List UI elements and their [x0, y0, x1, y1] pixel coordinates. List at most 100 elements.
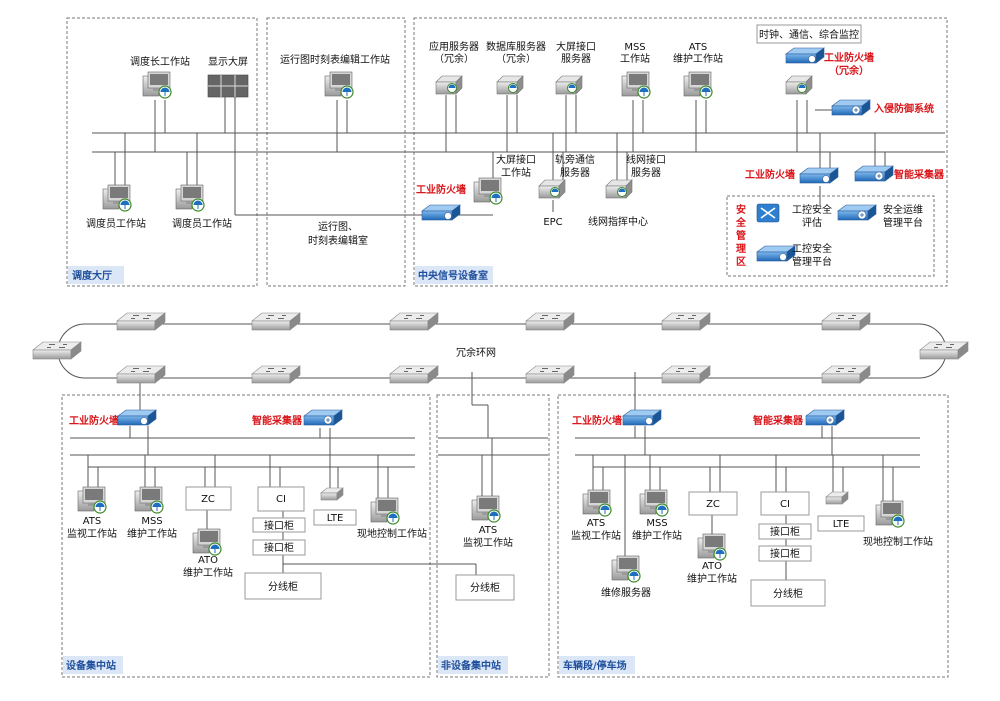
station-collector-icon [303, 409, 343, 426]
depot-collector-icon [805, 409, 845, 426]
firewall-redundant-label-1: 工业防火墙 [824, 51, 874, 64]
mss-ws-label-1: MSS [624, 42, 645, 53]
ring-switch-1 [116, 312, 166, 331]
station-dist-cab-label: 分线柜 [268, 580, 298, 593]
dispatcher-ws-2-icon [175, 184, 205, 212]
nonstation-ats-monitor-icon [471, 495, 501, 523]
secops-platform-label-2: 管理平台 [883, 216, 923, 229]
station-ats-monitor-label-2: 监视工作站 [67, 527, 117, 540]
redundant-ring: 冗余环网 [57, 323, 947, 415]
chief-ws-icon [142, 71, 172, 99]
station-lte-label: LTE [327, 513, 344, 524]
network-if-server-label-1: 线网接口 [626, 153, 666, 166]
station-ato-maint-label-2: 维护工作站 [183, 566, 233, 579]
ids-icon [831, 99, 871, 116]
ring-switch-6 [821, 312, 871, 331]
editing-room: 运行图时刻表编辑工作站 运行图、 时刻表编辑室 [280, 53, 390, 247]
area-label-equipment-station: 设备集中站 [66, 659, 116, 672]
ats-maint-ws-label-1: ATS [689, 42, 708, 53]
nonstation-ats-monitor-label-1: ATS [479, 525, 498, 536]
depot-ats-monitor-icon [582, 489, 612, 517]
firewall-left-icon [421, 204, 461, 221]
station-zc-label: ZC [201, 494, 215, 505]
depot-collector-label: 智能采集器 [753, 414, 804, 427]
station-if-cab-2-label: 接口柜 [264, 541, 294, 554]
station-mss-maint-label-2: 维护工作站 [127, 527, 177, 540]
depot: 工业防火墙 智能采集器 ATS 监视工作站 维修服务器 MSS 维护工作站 ZC… [571, 409, 933, 607]
clock-server-icon [785, 75, 813, 95]
station-if-cab-1-label: 接口柜 [264, 519, 294, 532]
editor-ws-label: 运行图时刻表编辑工作站 [280, 53, 390, 66]
ics-mgmt-platform-label-2: 管理平台 [792, 255, 832, 268]
area-label-non-equipment-station: 非设备集中站 [441, 659, 501, 672]
ring-switch-11 [389, 365, 439, 384]
depot-if-cab-1-label: 接口柜 [770, 525, 800, 538]
station-ats-monitor-icon [77, 486, 107, 514]
area-label-depot: 车辆段/停车场 [563, 659, 627, 672]
station-mss-maint-icon [134, 486, 164, 514]
depot-mss-maint-icon [639, 489, 669, 517]
dispatcher-ws-2-label: 调度员工作站 [172, 217, 232, 230]
station-local-ctrl-icon [370, 497, 400, 525]
area-labels: 调度大厅 中央信号设备室 设备集中站 非设备集中站 车辆段/停车场 [63, 266, 635, 674]
ring-label: 冗余环网 [456, 346, 496, 359]
firewall-redundant-icon [785, 47, 825, 64]
station-ato-maint-icon [192, 528, 222, 556]
depot-ato-maint-icon [697, 533, 727, 561]
ring-switch-12 [525, 365, 575, 384]
screen-if-ws-label-1: 大屏接口 [496, 153, 536, 166]
db-server-icon [496, 75, 524, 95]
station-ats-monitor-label-1: ATS [83, 516, 102, 527]
depot-ato-maint-label-2: 维护工作站 [687, 572, 737, 585]
ring-switch-4 [525, 312, 575, 331]
network-center-label: 线网指挥中心 [588, 215, 648, 228]
editing-room-label-1: 运行图、 [318, 220, 358, 233]
trackside-server-icon [538, 179, 566, 199]
depot-zc-label: ZC [706, 499, 720, 510]
depot-local-ctrl-label: 现地控制工作站 [863, 535, 933, 548]
clock-monitor-label: 时钟、通信、综合监控 [759, 28, 859, 41]
db-server-label-2: （冗余） [496, 52, 536, 65]
depot-maint-server-label: 维修服务器 [601, 586, 651, 599]
station-firewall-label: 工业防火墙 [69, 414, 119, 427]
nonstation-ats-monitor-label-2: 监视工作站 [463, 536, 513, 549]
depot-ci-label: CI [780, 499, 790, 510]
trackside-server-label-1: 轨旁通信 [555, 153, 595, 166]
security-zone-char-2: 全 [735, 216, 747, 229]
area-label-central-room: 中央信号设备室 [418, 269, 488, 282]
depot-if-cab-2-label: 接口柜 [770, 547, 800, 560]
dispatcher-ws-1-icon [102, 184, 132, 212]
security-zone-char-4: 理 [736, 243, 746, 255]
screen-if-server-label-2: 服务器 [561, 52, 591, 65]
station-firewall-icon [117, 409, 157, 426]
firewall-right-icon [799, 167, 839, 184]
firewall-left-label: 工业防火墙 [416, 183, 466, 196]
area-label-dispatch-hall: 调度大厅 [72, 269, 112, 282]
depot-mss-maint-label-1: MSS [646, 518, 667, 529]
depot-maint-server-icon [611, 555, 641, 583]
nonstation-dist-cab-label: 分线柜 [470, 581, 500, 594]
station-collector-label: 智能采集器 [252, 414, 303, 427]
ring-switch-9 [116, 365, 166, 384]
ics-eval-label-2: 评估 [802, 216, 822, 229]
app-server-label-2: （冗余） [434, 52, 474, 65]
secops-platform-icon [837, 204, 877, 221]
ring-switch-7 [32, 341, 82, 360]
ics-mgmt-platform-icon [756, 245, 796, 262]
station-ato-maint-label-1: ATO [198, 555, 218, 566]
ring-switch-14 [821, 365, 871, 384]
smart-collector-central-icon [854, 165, 894, 182]
screen-if-server-icon [555, 75, 583, 95]
big-screen-label: 显示大屏 [208, 55, 248, 68]
mss-ws-icon [621, 71, 651, 99]
secops-platform-label-1: 安全运维 [883, 203, 923, 216]
ring-switch-5 [661, 312, 711, 331]
depot-local-ctrl-icon [875, 500, 905, 528]
smart-collector-central-label: 智能采集器 [894, 168, 945, 181]
security-zone-char-3: 管 [736, 229, 746, 242]
ics-eval-icon [756, 203, 780, 223]
depot-ats-monitor-label-1: ATS [587, 518, 606, 529]
dispatch-hall: 调度长工作站 显示大屏 调度员工作站 调度员工作站 [86, 55, 249, 230]
network-if-server-label-2: 服务器 [631, 166, 661, 179]
